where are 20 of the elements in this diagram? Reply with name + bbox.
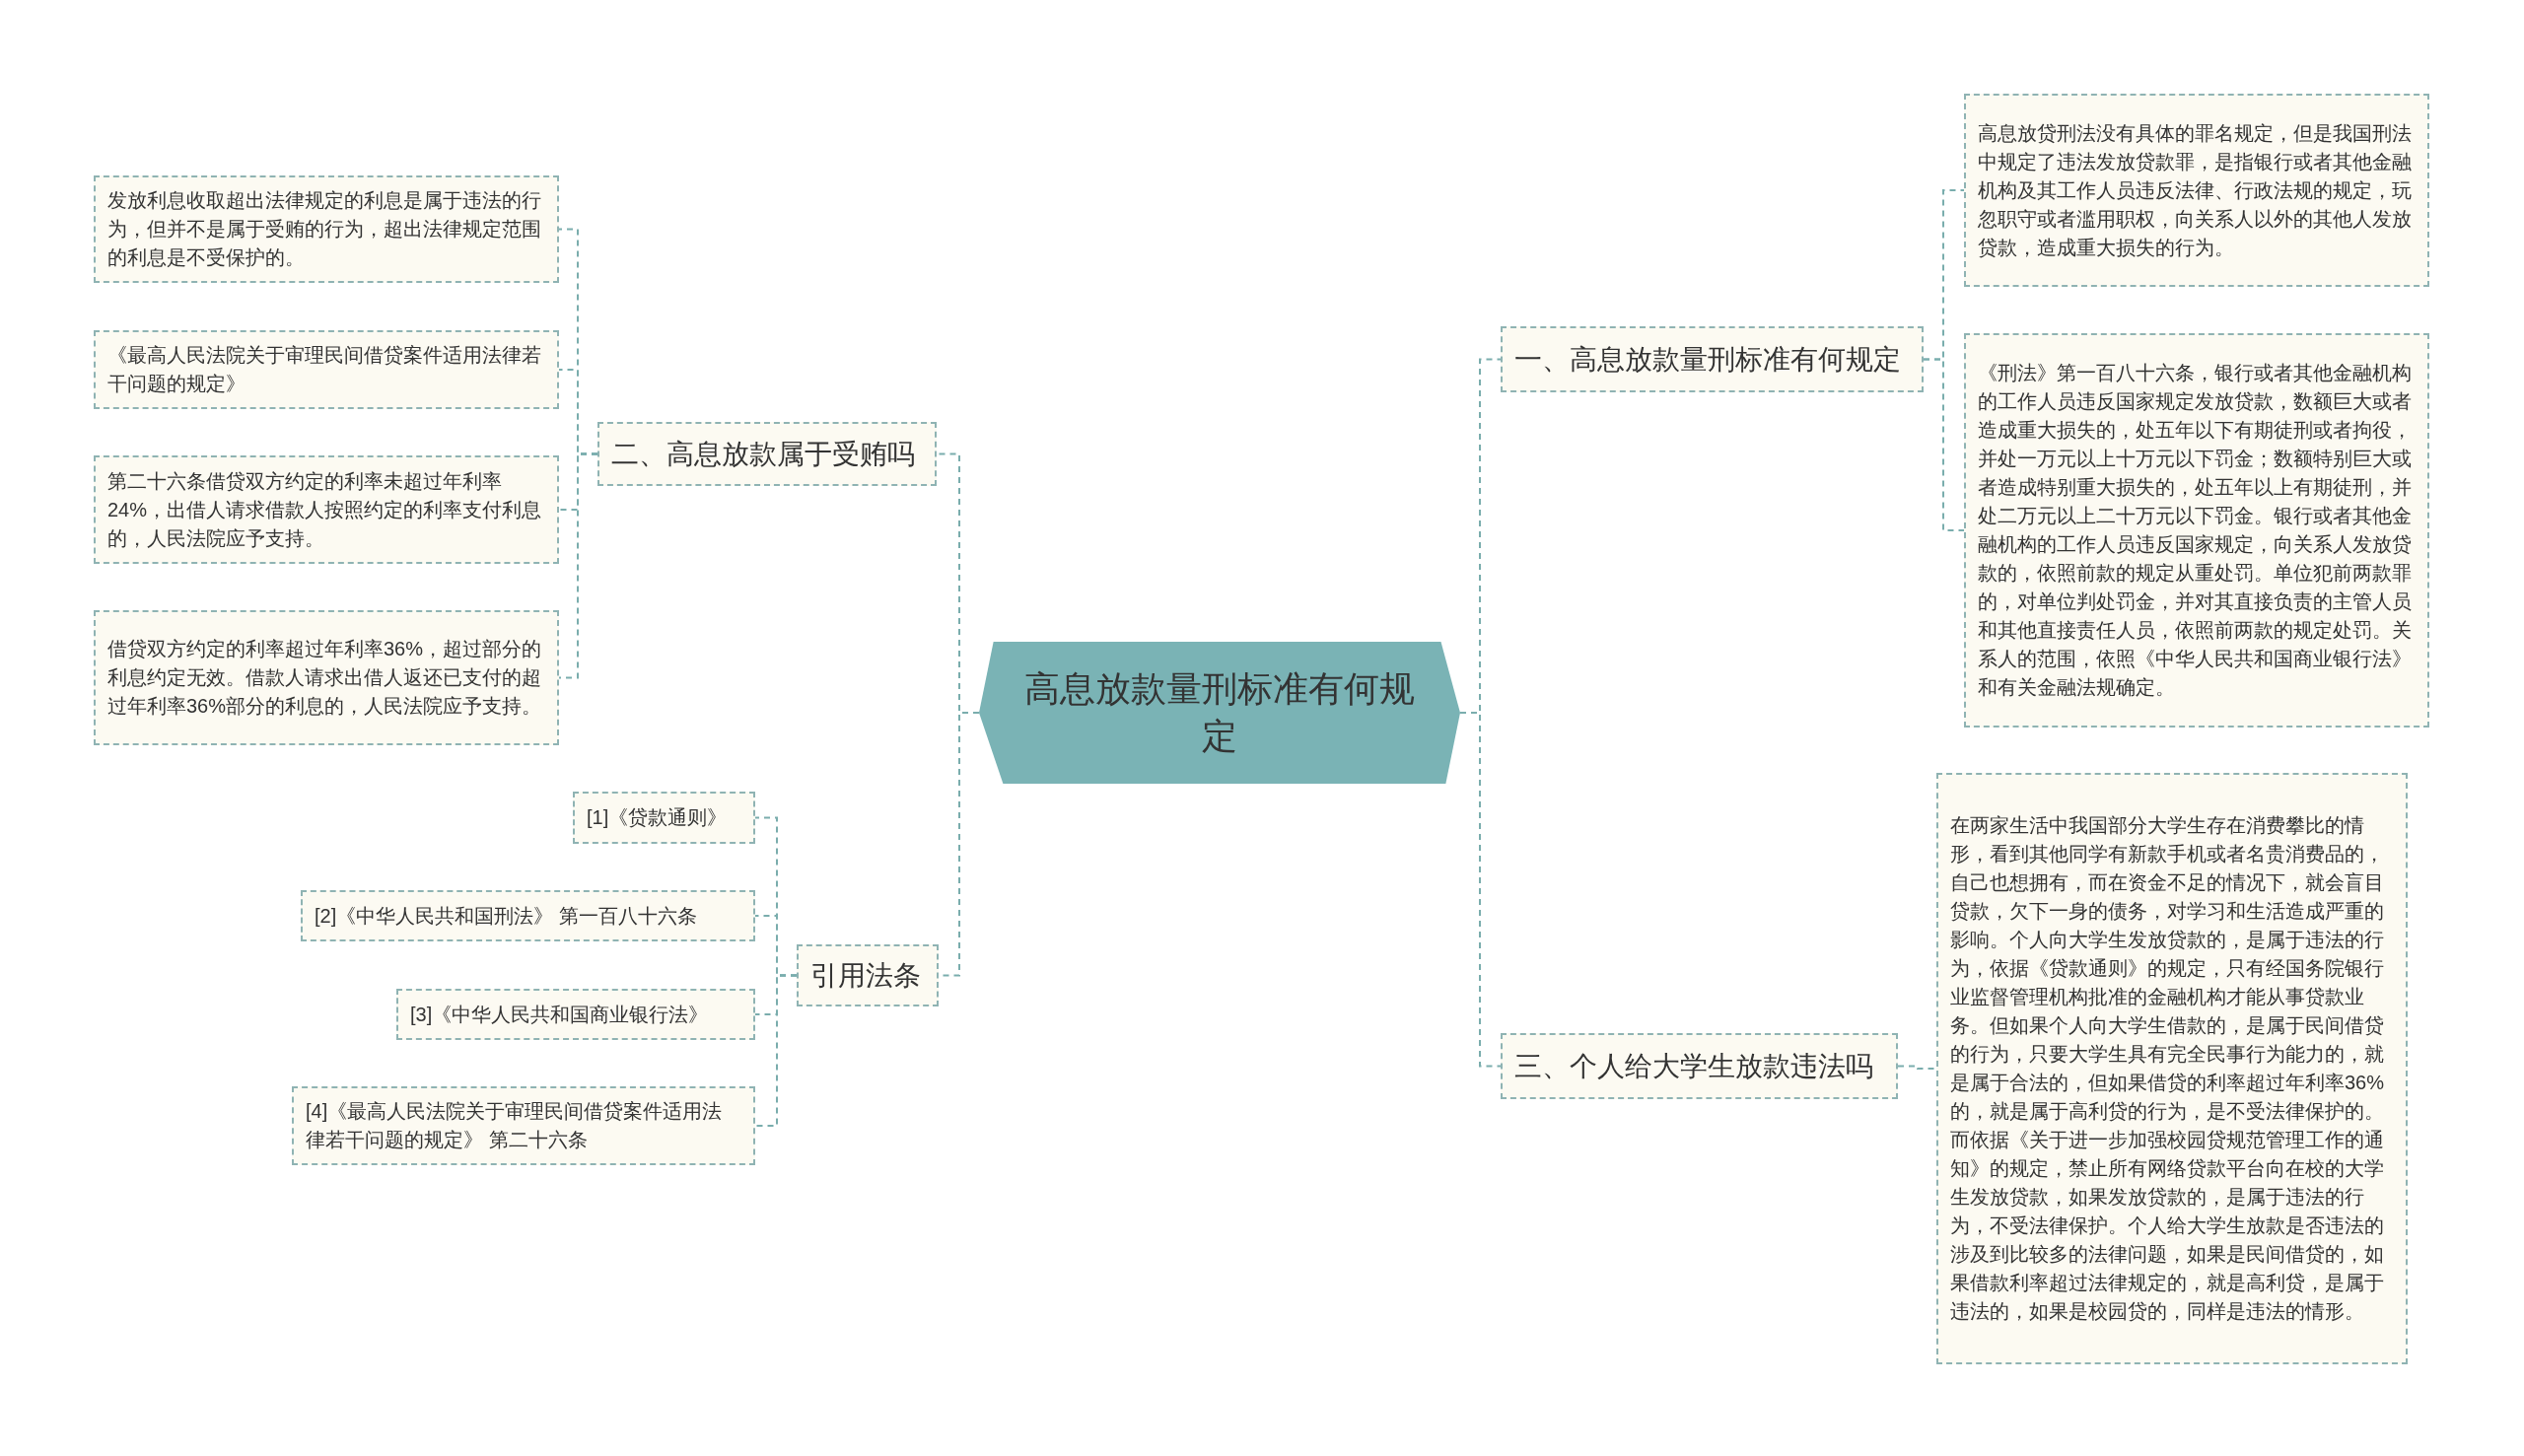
note-box: [3]《中华人民共和国商业银行法》 (396, 989, 755, 1040)
note-box: 《最高人民法院关于审理民间借贷案件适用法律若干问题的规定》 (94, 330, 559, 409)
note-box: [4]《最高人民法院关于审理民间借贷案件适用法律若干问题的规定》 第二十六条 (292, 1086, 755, 1165)
topic-box: 引用法条 (797, 944, 939, 1006)
note-box: 在两家生活中我国部分大学生存在消费攀比的情形，看到其他同学有新款手机或者名贵消费品的，自己也想拥有，而在资金不足的情况下，就会盲目贷款，欠下一身的债务，对学习和生活造成严重的影响。个人向大学生发放贷款的，是属于违法的行为，依据《贷款通则》的规定，只有经国务院银行业监督管理机构批准的金融机构才能从事贷款业务。但如果个人向大学生借款的，是属于民间借贷的行为，只要大学生具有完全民事行为能力的，就是属于合法的，但如果借贷的利率超过年利率36%的，就是属于高利贷的行为，是不受法律保护的。而依据《关于进一步加强校园贷规范管理工作的通知》的规定，禁止所有网络贷款平台向在校的大学生发放贷款，如果发放贷款的，是属于违法的行为，不受法律保护。个人给大学生放款是否违法的涉及到比较多的法律问题，如果是民间借贷的，如果借款利率超过法律规定的，就是高利贷，是属于违法的，如果是校园贷的，同样是违法的情形。 (1936, 773, 2408, 1364)
connector-line (1923, 358, 1965, 531)
connector-line (558, 452, 598, 679)
topic-box: 三、个人给大学生放款违法吗 (1501, 1033, 1898, 1099)
note-box: 《刑法》第一百八十六条，银行或者其他金融机构的工作人员违反国家规定发放贷款，数额巨大或者造成重大损失的，处五年以下有期徒刑或者拘役，并处一万元以上十万元以下罚金；数额特别巨大或者造成特别重大损失的，处五年以上有期徒刑，并处二万元以上二十万元以下罚金。银行或者其他金融机构的工作人员违反国家规定，向关系人发放贷款的，依照前款的规定从重处罚。单位犯前两款罪的，对单位判处罚金，并对其直接负责的主管人员和其他直接责任人员，依照前两款的规定处罚。关系人的范围，依照《中华人民共和国商业银行法》和有关金融法规确定。 (1964, 333, 2429, 728)
topic-box: 二、高息放款属于受贿吗 (597, 422, 937, 486)
topic-box: 一、高息放款量刑标准有何规定 (1501, 326, 1924, 392)
note-box: [1]《贷款通则》 (573, 792, 755, 844)
connector-line (1897, 1065, 1937, 1070)
note-box: 借贷双方约定的利率超过年利率36%，超过部分的利息约定无效。借款人请求出借人返还已支付的超过年利率36%部分的利息的，人民法院应予支持。 (94, 610, 559, 745)
note-box: 发放利息收取超出法律规定的利息是属于违法的行为，但并不是属于受贿的行为，超出法律规定范围的利息是不受保护的。 (94, 175, 559, 283)
central-topic: 高息放款量刑标准有何规定 (979, 642, 1460, 784)
note-box: [2]《中华人民共和国刑法》 第一百八十六条 (301, 890, 755, 941)
note-box: 第二十六条借贷双方约定的利率未超过年利率24%，出借人请求借款人按照约定的利率支付利息的，人民法院应予支持。 (94, 455, 559, 564)
connector-line (754, 974, 798, 1127)
note-box: 高息放贷刑法没有具体的罪名规定，但是我国刑法中规定了违法发放贷款罪，是指银行或者其他金融机构及其工作人员违反法律、行政法规的规定，玩忽职守或者滥用职权，向关系人以外的其他人发放贷款，造成重大损失的行为。 (1964, 94, 2429, 287)
